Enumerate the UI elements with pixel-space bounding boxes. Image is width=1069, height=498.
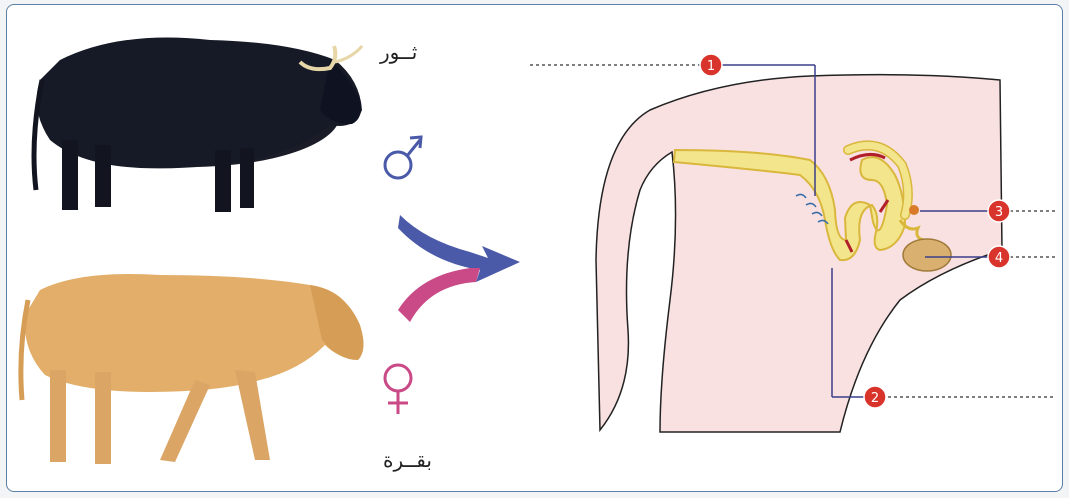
marker-1-text: 1 <box>707 59 715 74</box>
merge-arrow-icon <box>398 215 520 322</box>
marker-4-text: 4 <box>995 251 1003 266</box>
male-symbol-icon <box>385 137 421 178</box>
marker-4: 4 <box>988 246 1010 268</box>
female-symbol-icon <box>385 365 411 414</box>
cow-label: بقــرة <box>383 448 432 472</box>
marker-3: 3 <box>988 200 1010 222</box>
cow-image <box>21 274 364 464</box>
marker-1: 1 <box>700 54 722 76</box>
bull-image <box>34 38 362 213</box>
marker-2-text: 2 <box>871 391 879 406</box>
bull-label: ثــور <box>380 40 417 64</box>
marker-3-text: 3 <box>995 205 1003 220</box>
marker-2: 2 <box>864 386 886 408</box>
